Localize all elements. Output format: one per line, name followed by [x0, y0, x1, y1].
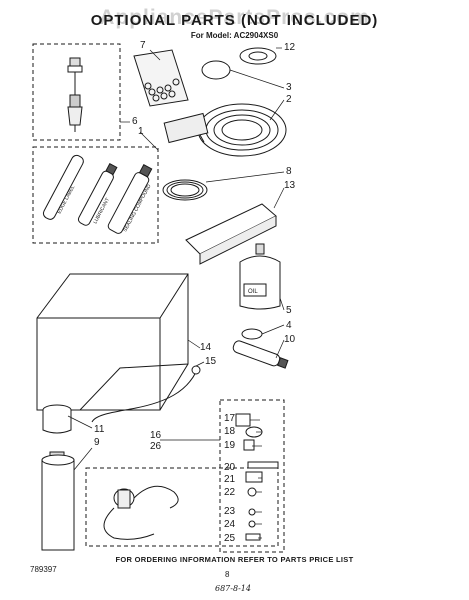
callout-3: 3	[286, 82, 292, 93]
callout-25: 25	[224, 533, 236, 544]
terminal-strip	[247, 461, 279, 469]
callout-13: 13	[284, 180, 296, 191]
tube-sealing-compound	[107, 164, 153, 234]
capacitor-part	[243, 439, 255, 451]
relay-kit-box	[219, 399, 285, 553]
power-cord	[91, 371, 197, 423]
screw-part	[247, 487, 257, 497]
callout-14: 14	[200, 342, 212, 353]
drain-tube-coil	[162, 179, 208, 201]
foam-block	[185, 203, 277, 265]
watermark: AppliancePartsPros.com	[99, 6, 370, 29]
oil-bottle	[239, 243, 281, 310]
callout-26: 26	[150, 441, 162, 452]
callout-7: 7	[140, 40, 146, 51]
tube-edge-label	[42, 154, 84, 220]
fastener-bag	[133, 49, 189, 107]
page-number: 8	[225, 570, 230, 579]
seal-strip-roll	[201, 60, 231, 80]
document-number: 789397	[30, 565, 57, 574]
callout-24: 24	[224, 519, 236, 530]
callout-5: 5	[286, 305, 292, 316]
callout-19: 19	[224, 440, 236, 451]
callout-1: 1	[138, 126, 144, 137]
callout-21: 21	[224, 474, 236, 485]
model-subtitle: For Model: AC2904XS0	[190, 31, 279, 40]
washer-part	[248, 508, 256, 516]
aerosol-can	[41, 451, 75, 551]
tube-lubricant	[77, 163, 118, 226]
relay-part	[235, 413, 251, 427]
service-valve-part	[67, 57, 83, 132]
caulk-tube	[232, 340, 289, 369]
gasket-tape-coil	[163, 103, 287, 157]
callout-15: 15	[205, 356, 217, 367]
plug-part	[241, 328, 263, 340]
motor-harness	[103, 485, 179, 540]
callout-23: 23	[224, 506, 236, 517]
valve-kit-box	[32, 43, 121, 141]
tube-kit-box	[32, 146, 159, 244]
ordering-note: FOR ORDERING INFORMATION REFER TO PARTS …	[115, 555, 354, 564]
handwritten-note: 687-8-14	[215, 584, 251, 593]
callout-20: 20	[224, 462, 236, 473]
callout-4: 4	[286, 320, 292, 331]
bottle-label: OIL	[248, 289, 258, 295]
callout-12: 12	[284, 42, 296, 53]
callout-16: 16	[150, 430, 162, 441]
callout-17: 17	[224, 413, 236, 424]
clip-part	[245, 471, 263, 483]
callout-22: 22	[224, 487, 236, 498]
callout-6: 6	[132, 116, 138, 127]
spacer-part	[245, 533, 261, 541]
callout-11: 11	[94, 424, 105, 435]
sealant-can	[42, 404, 72, 434]
callout-8: 8	[286, 166, 292, 177]
foam-tape-roll	[239, 47, 277, 65]
page-title: OPTIONAL PARTS (NOT INCLUDED)	[90, 12, 379, 29]
wiring-kit-box	[85, 467, 279, 547]
callout-9: 9	[94, 437, 100, 448]
nut-part	[248, 520, 256, 528]
unit-cover	[36, 273, 189, 411]
callout-2: 2	[286, 94, 292, 105]
callout-18: 18	[224, 426, 236, 437]
callout-10: 10	[284, 334, 296, 345]
